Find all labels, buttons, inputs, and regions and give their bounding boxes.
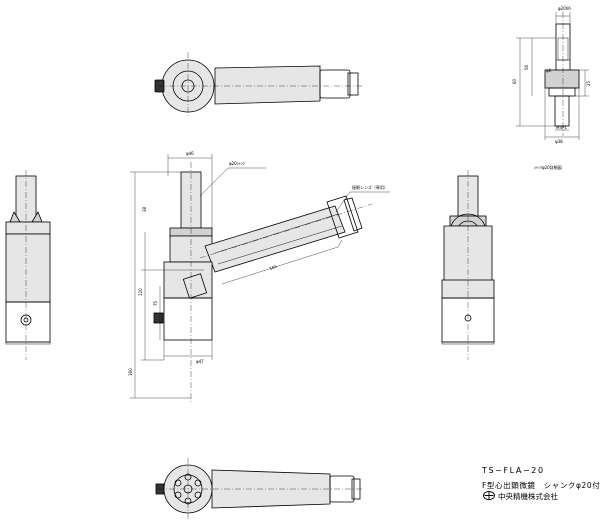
dim-base-diameter: φ47 xyxy=(196,359,204,364)
dim-160: 160 xyxy=(128,368,133,376)
dim-60: 60 xyxy=(512,78,517,84)
note-eyepiece: 接眼レンズ（専用） xyxy=(352,184,388,190)
dim-flange: φ38 xyxy=(555,139,563,144)
model-number: TS−FLA−20 xyxy=(482,466,545,475)
dim-38: 38 xyxy=(142,206,147,212)
detail-title: ｼｬﾝｸφ20詳細図 xyxy=(534,164,562,170)
manufacturer-name: 中央精機株式会社 xyxy=(498,492,558,501)
dim-75: 75 xyxy=(153,300,158,306)
note-shank: φ20ｼｬﾝｸ xyxy=(229,160,245,166)
dim-body-diameter: φ46 xyxy=(186,151,194,156)
dim-56: 56 xyxy=(524,64,529,70)
dim-120: 120 xyxy=(138,288,143,296)
company-logo-icon xyxy=(483,491,495,500)
dim-shank-diameter: φ20h6 xyxy=(558,6,571,11)
top-view xyxy=(154,52,362,118)
left-side-view xyxy=(5,170,51,360)
shank-detail-view: φ20h6 φ6 56 60 25 M4P1 φ38 ｼｬﾝｸφ20詳細図 xyxy=(512,6,591,170)
dim-25: 25 xyxy=(586,80,591,86)
dim-thread: M4P1 xyxy=(556,125,567,130)
dim-hole: φ6 xyxy=(546,68,552,73)
right-side-view xyxy=(441,170,495,360)
front-view: φ46 φ20ｼｬﾝｸ 38 165 120 75 φ47 160 接眼レンズ（… xyxy=(128,151,390,402)
bottom-view xyxy=(155,458,364,520)
dim-165: 165 xyxy=(269,264,278,271)
product-description: F型心出顕微鏡 シャンクφ20付 xyxy=(482,481,600,490)
